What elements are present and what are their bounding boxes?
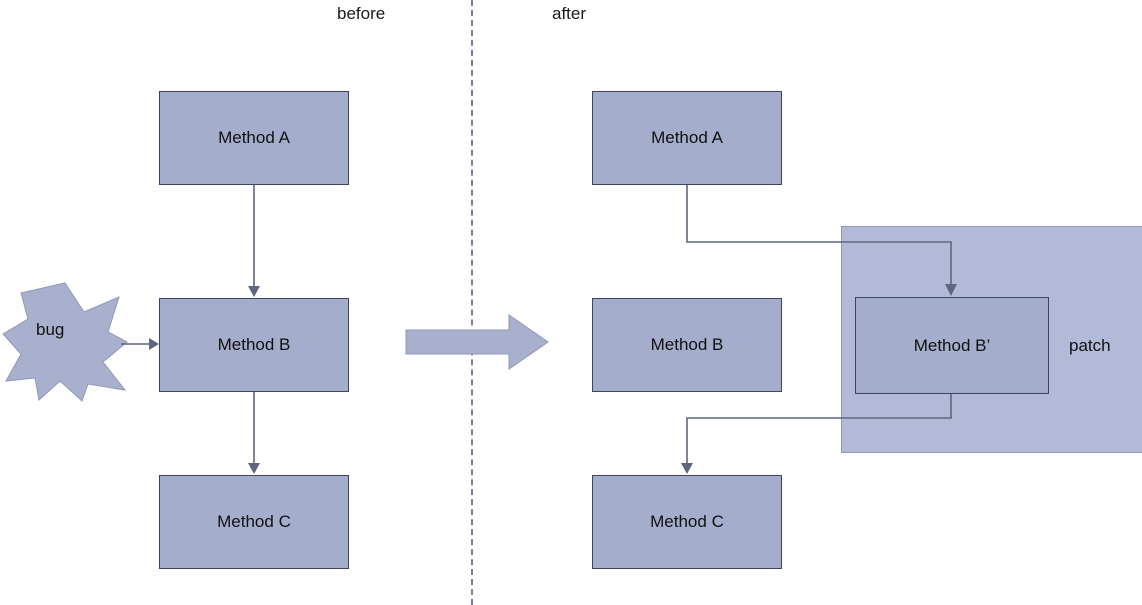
patch-label: patch [1069,336,1111,355]
connector-before-a-to-b [248,185,260,297]
after-method-c-box[interactable]: Method C [592,475,782,569]
after-method-b-box[interactable]: Method B [592,298,782,392]
before-method-b-box[interactable]: Method B [159,298,349,392]
before-method-c-box[interactable]: Method C [159,475,349,569]
panel-label-before: before [337,4,386,23]
before-to-after-arrow [405,314,549,370]
bug-star-shape[interactable] [2,280,128,404]
after-method-b-prime-box[interactable]: Method B’ [855,297,1049,394]
before-method-a-box[interactable]: Method A [159,91,349,185]
after-method-a-box[interactable]: Method A [592,91,782,185]
connector-before-b-to-c [248,392,260,474]
panel-divider [471,0,473,605]
panel-label-after: after [552,4,587,23]
bug-label: bug [36,320,65,339]
